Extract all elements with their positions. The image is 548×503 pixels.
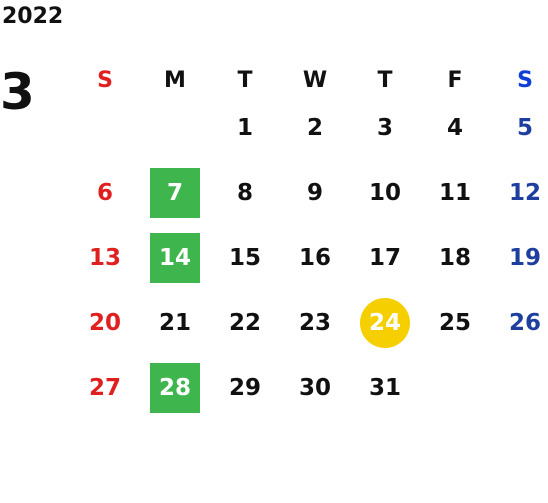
day-cell[interactable]: 31 xyxy=(350,362,420,414)
day-number: 26 xyxy=(508,310,541,336)
day-number: 27 xyxy=(88,375,121,401)
day-number: 25 xyxy=(438,310,471,336)
day-cell[interactable]: 1 xyxy=(210,102,280,154)
day-cell[interactable]: 4 xyxy=(420,102,490,154)
day-cell[interactable]: 16 xyxy=(280,232,350,284)
day-cell[interactable]: 21 xyxy=(140,297,210,349)
day-number-highlighted: 7 xyxy=(150,168,200,218)
day-number: 8 xyxy=(236,180,253,206)
day-number: 9 xyxy=(306,180,323,206)
day-cell[interactable]: 28 xyxy=(140,362,210,414)
day-number: 18 xyxy=(438,245,471,271)
weekday-sunday-0: S xyxy=(97,68,113,93)
day-cell[interactable]: 20 xyxy=(70,297,140,349)
day-number: 23 xyxy=(298,310,331,336)
day-cell[interactable]: 8 xyxy=(210,167,280,219)
day-cell[interactable]: 9 xyxy=(280,167,350,219)
day-cell[interactable]: 30 xyxy=(280,362,350,414)
day-cell[interactable]: 14 xyxy=(140,232,210,284)
day-number: 21 xyxy=(158,310,191,336)
year-label: 2022 xyxy=(2,4,64,29)
day-cell[interactable]: 26 xyxy=(490,297,548,349)
day-cell[interactable]: 24 xyxy=(350,297,420,349)
day-cell[interactable]: 22 xyxy=(210,297,280,349)
day-cell[interactable]: 12 xyxy=(490,167,548,219)
day-number: 30 xyxy=(298,375,331,401)
day-number: 4 xyxy=(446,115,463,141)
day-number: 22 xyxy=(228,310,261,336)
day-cell[interactable]: 3 xyxy=(350,102,420,154)
day-number: 15 xyxy=(228,245,261,271)
day-number-highlighted: 14 xyxy=(150,233,200,283)
day-cell[interactable]: 11 xyxy=(420,167,490,219)
day-number: 1 xyxy=(236,115,253,141)
weekday-weekday-1: M xyxy=(164,68,186,93)
day-cell[interactable]: 27 xyxy=(70,362,140,414)
weekday-weekday-2: T xyxy=(237,68,253,93)
day-number: 31 xyxy=(368,375,401,401)
day-cell[interactable]: 15 xyxy=(210,232,280,284)
day-cell[interactable]: 25 xyxy=(420,297,490,349)
day-cell[interactable]: 23 xyxy=(280,297,350,349)
day-number: 10 xyxy=(368,180,401,206)
weekday-weekday-3: W xyxy=(302,68,328,93)
day-cell[interactable]: 7 xyxy=(140,167,210,219)
day-cell[interactable]: 5 xyxy=(490,102,548,154)
day-number: 12 xyxy=(508,180,541,206)
day-cell[interactable]: 19 xyxy=(490,232,548,284)
day-number: 3 xyxy=(376,115,393,141)
day-number: 20 xyxy=(88,310,121,336)
day-cell[interactable]: 6 xyxy=(70,167,140,219)
weekday-weekday-4: T xyxy=(377,68,393,93)
day-number: 11 xyxy=(438,180,471,206)
weekday-saturday-6: S xyxy=(517,68,533,93)
day-number: 19 xyxy=(508,245,541,271)
day-cell[interactable]: 2 xyxy=(280,102,350,154)
day-cell[interactable]: 18 xyxy=(420,232,490,284)
day-number: 16 xyxy=(298,245,331,271)
day-number: 17 xyxy=(368,245,401,271)
day-number-today: 24 xyxy=(360,298,410,348)
day-number: 5 xyxy=(516,115,533,141)
day-number: 13 xyxy=(88,245,121,271)
day-number: 2 xyxy=(306,115,323,141)
day-number: 6 xyxy=(96,180,113,206)
day-cell[interactable]: 10 xyxy=(350,167,420,219)
day-cell[interactable]: 17 xyxy=(350,232,420,284)
day-number: 29 xyxy=(228,375,261,401)
day-cell[interactable]: 29 xyxy=(210,362,280,414)
weekday-weekday-5: F xyxy=(447,68,463,93)
month-label: 3 xyxy=(0,63,35,121)
day-number-highlighted: 28 xyxy=(150,363,200,413)
day-cell[interactable]: 13 xyxy=(70,232,140,284)
